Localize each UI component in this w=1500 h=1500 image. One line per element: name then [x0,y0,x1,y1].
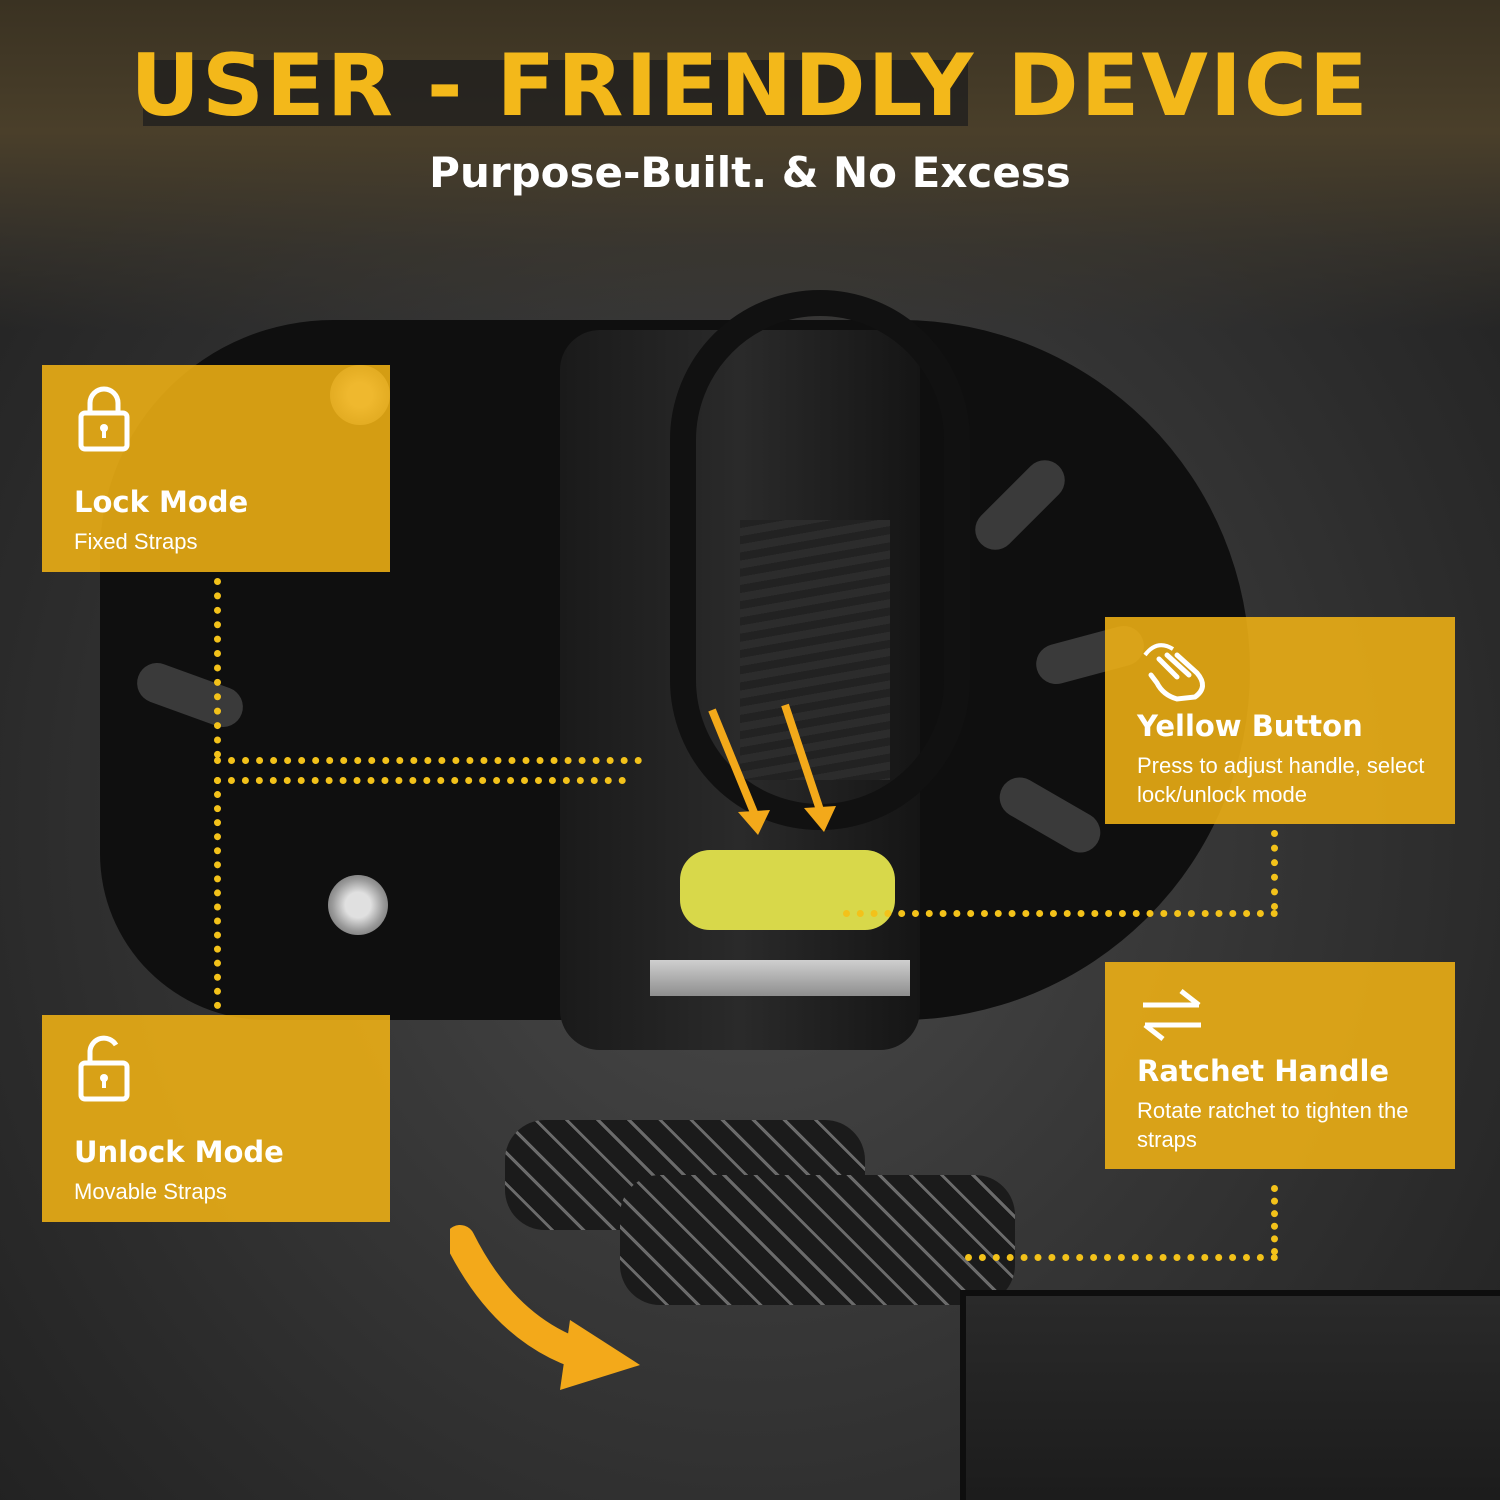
page-title: USER - FRIENDLY DEVICE [130,36,1370,136]
metal-bar [650,960,910,996]
unlock-mode-description: Movable Straps [74,1179,227,1204]
locked-padlock-icon [78,386,130,452]
swap-arrows-icon [1143,989,1201,1041]
unlock-mode-title: Unlock Mode [74,1135,284,1169]
yellow-release-button [680,850,895,930]
bolt [328,875,388,935]
page-subtitle: Purpose-Built. & No Excess [429,148,1071,197]
connector-line [1271,1185,1278,1255]
ratchet-handle-description: Rotate ratchet to tighten the straps [1137,1098,1409,1152]
header-background [0,0,1500,330]
tap-hand-icon [1143,643,1205,702]
yellow-button-description: Press to adjust handle, select lock/unlo… [1137,753,1425,807]
strap-hook [670,290,970,830]
yellow-button-title: Yellow Button [1137,709,1363,743]
ratchet-handle-callout: Ratchet Handle Rotate ratchet to tighten… [1105,962,1455,1169]
yellow-button-callout: Yellow Button Press to adjust handle, se… [1105,617,1455,824]
lock-mode-description: Fixed Straps [74,529,198,554]
title-shadow [143,60,968,126]
lock-mode-callout: Lock Mode Fixed Straps [42,365,390,572]
unlock-mode-callout: Unlock Mode Movable Straps [42,1015,390,1222]
ratchet-handle-title: Ratchet Handle [1137,1054,1390,1088]
connector-line [1271,830,1278,910]
handle-grip [620,1175,1015,1305]
floor-panel [960,1290,1500,1500]
unlocked-padlock-icon [78,1035,130,1102]
lock-mode-title: Lock Mode [74,485,249,519]
